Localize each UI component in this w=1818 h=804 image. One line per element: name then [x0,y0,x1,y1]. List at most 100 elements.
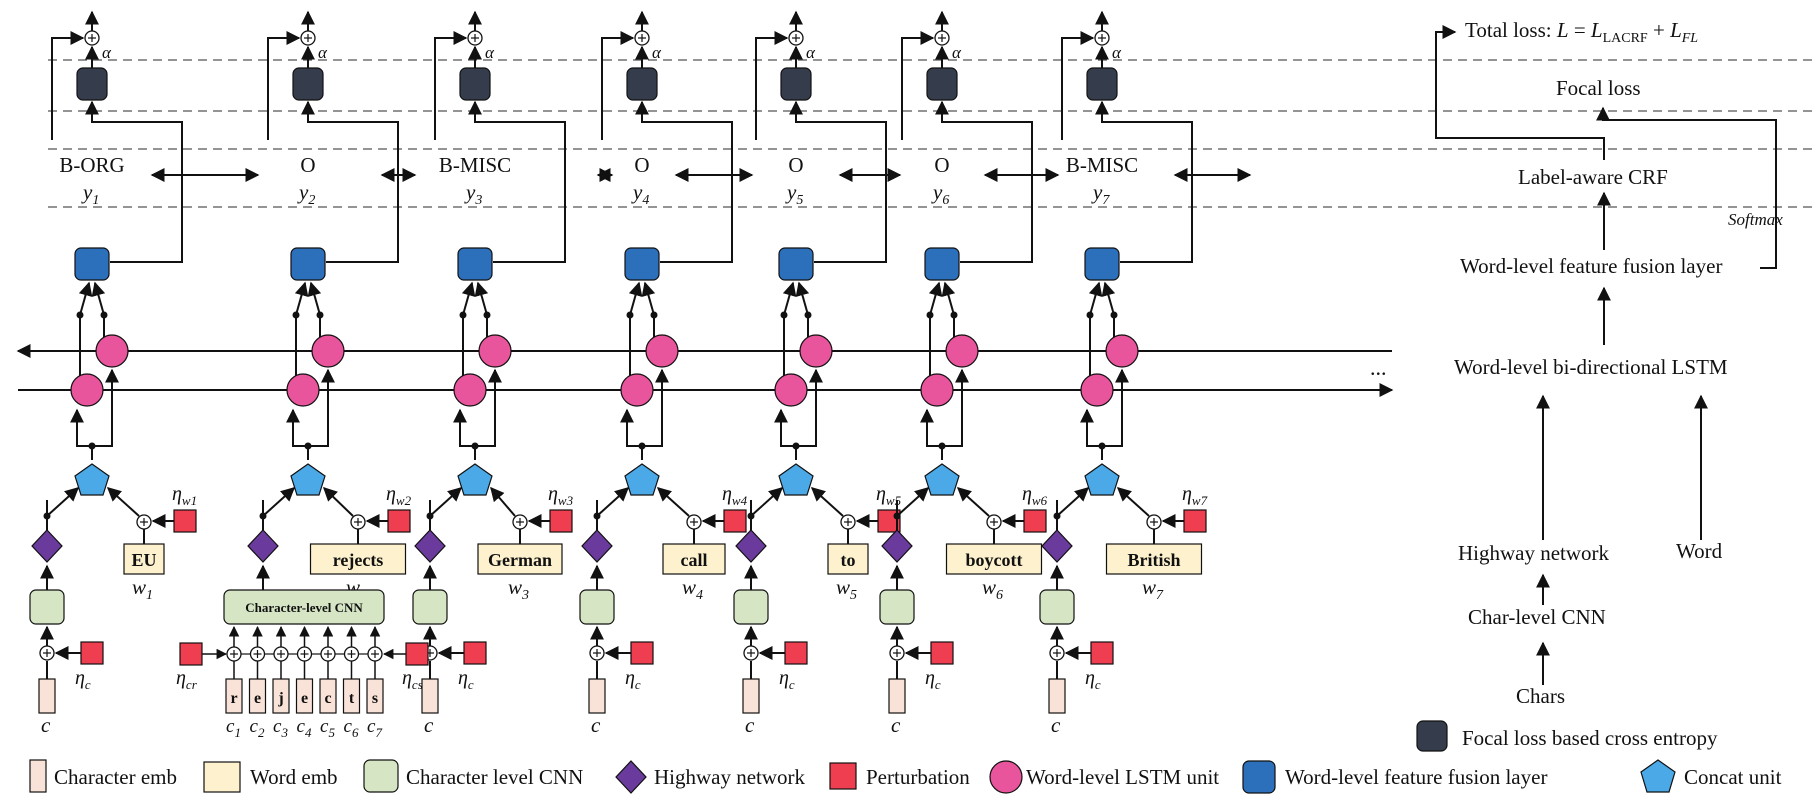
y-label: y3 [464,180,482,208]
total-loss-label: Total loss: L = LLACRF + LFL [1465,18,1698,46]
legend-perturb-swatch [829,762,857,790]
word-text: to [841,550,856,570]
char-emb-box [742,678,760,714]
legend-highway-label: Highway network [654,765,806,789]
lstm-unit-backward [645,334,679,368]
char-index-label: c2 [250,716,265,740]
char-letter: j [277,690,283,707]
lstm-unit-forward [1080,373,1114,407]
alpha-label: α [485,43,495,62]
w-label: w7 [1142,575,1164,603]
word-text: boycott [966,550,1023,570]
fusion-unit [74,247,110,281]
legend-cnn-swatch [363,759,399,793]
perturbation-word [387,509,411,533]
char-letter: e [301,690,308,707]
perturbation-word [723,509,747,533]
fusion-unit [457,247,493,281]
lstm-unit-backward [478,334,512,368]
eta-char-label: ηc [779,667,795,692]
alpha-label: α [952,43,962,62]
legend-cnn-label: Character level CNN [406,765,583,789]
perturbation-char [630,641,654,665]
y-label: y5 [785,180,803,208]
tag-label: O [934,153,949,177]
alpha-label: α [1112,43,1122,62]
perturbation-word [549,509,573,533]
eta-word-label: ηw6 [1022,483,1048,508]
char-label: c [745,713,755,737]
char-letter: t [349,690,355,707]
char-letter: s [372,690,378,707]
eta-word-label: ηw2 [386,483,412,508]
legend-concat-swatch [1640,759,1676,793]
word-text: EU [131,550,156,570]
lstm-unit-backward [1105,334,1139,368]
fusion-unit [778,247,814,281]
eta-char-label: ηc [458,667,474,692]
char-letter: r [230,690,237,707]
w-label: w4 [682,575,703,603]
char-cnn-unit [579,589,615,625]
legend-highway-swatch [615,760,647,794]
perturbation-char [930,641,954,665]
char-cnn-label: Character-level CNN [245,600,363,615]
alpha-label: α [806,43,816,62]
char-label: c [591,713,601,737]
lstm-unit-backward [311,334,345,368]
focal-ce-label: Focal loss based cross entropy [1462,726,1718,750]
char-emb-box [588,678,606,714]
concat-unit [924,463,960,496]
concat-unit [1084,463,1120,496]
char-emb-box [1048,678,1066,714]
highway-unit [735,529,767,563]
char-index-label: c5 [320,716,335,740]
highway-unit [881,529,913,563]
legend-word-emb-swatch [203,761,241,793]
char-cnn-unit [29,589,65,625]
char-letter: e [254,690,261,707]
perturbation-char [80,641,104,665]
w-label: w6 [982,575,1003,603]
concat-unit [457,463,493,496]
crf-label: Label-aware CRF [1518,165,1668,189]
fusion-unit [290,247,326,281]
eta-word-label: ηw7 [1182,483,1208,508]
word-emb-box [123,543,165,575]
word-emb-box [827,543,869,575]
legend-concat-label: Concat unit [1684,765,1782,789]
char-index-label: c6 [344,716,359,740]
perturbation-char [784,641,808,665]
perturbation-char [1090,641,1114,665]
focal-loss-unit [76,67,108,101]
char-emb-box [888,678,906,714]
char-emb-box [421,678,439,714]
perturbation-word [173,509,197,533]
chars-label: Chars [1516,684,1565,708]
concat-unit [290,463,326,496]
fusion-unit [924,247,960,281]
perturbation-char-r [179,642,203,666]
softmax-label: Softmax [1728,210,1783,229]
alpha-label: α [102,43,112,62]
legend-lstm-label: Word-level LSTM unit [1026,765,1219,789]
char-index-label: c4 [297,716,312,740]
char-label: c [41,713,51,737]
concat-unit [624,463,660,496]
char-index-label: c1 [226,716,241,740]
y-label: y4 [631,180,649,208]
w-label: w1 [132,575,153,603]
legend-char-emb-swatch [29,759,47,793]
concat-unit [74,463,110,496]
char-cnn-unit [733,589,769,625]
lstm-unit-backward [945,334,979,368]
eta-word-label: ηw4 [722,483,748,508]
tag-label: B-ORG [59,153,124,177]
perturbation-char [463,641,487,665]
highway-label: Highway network [1458,541,1610,565]
tag-label: O [634,153,649,177]
